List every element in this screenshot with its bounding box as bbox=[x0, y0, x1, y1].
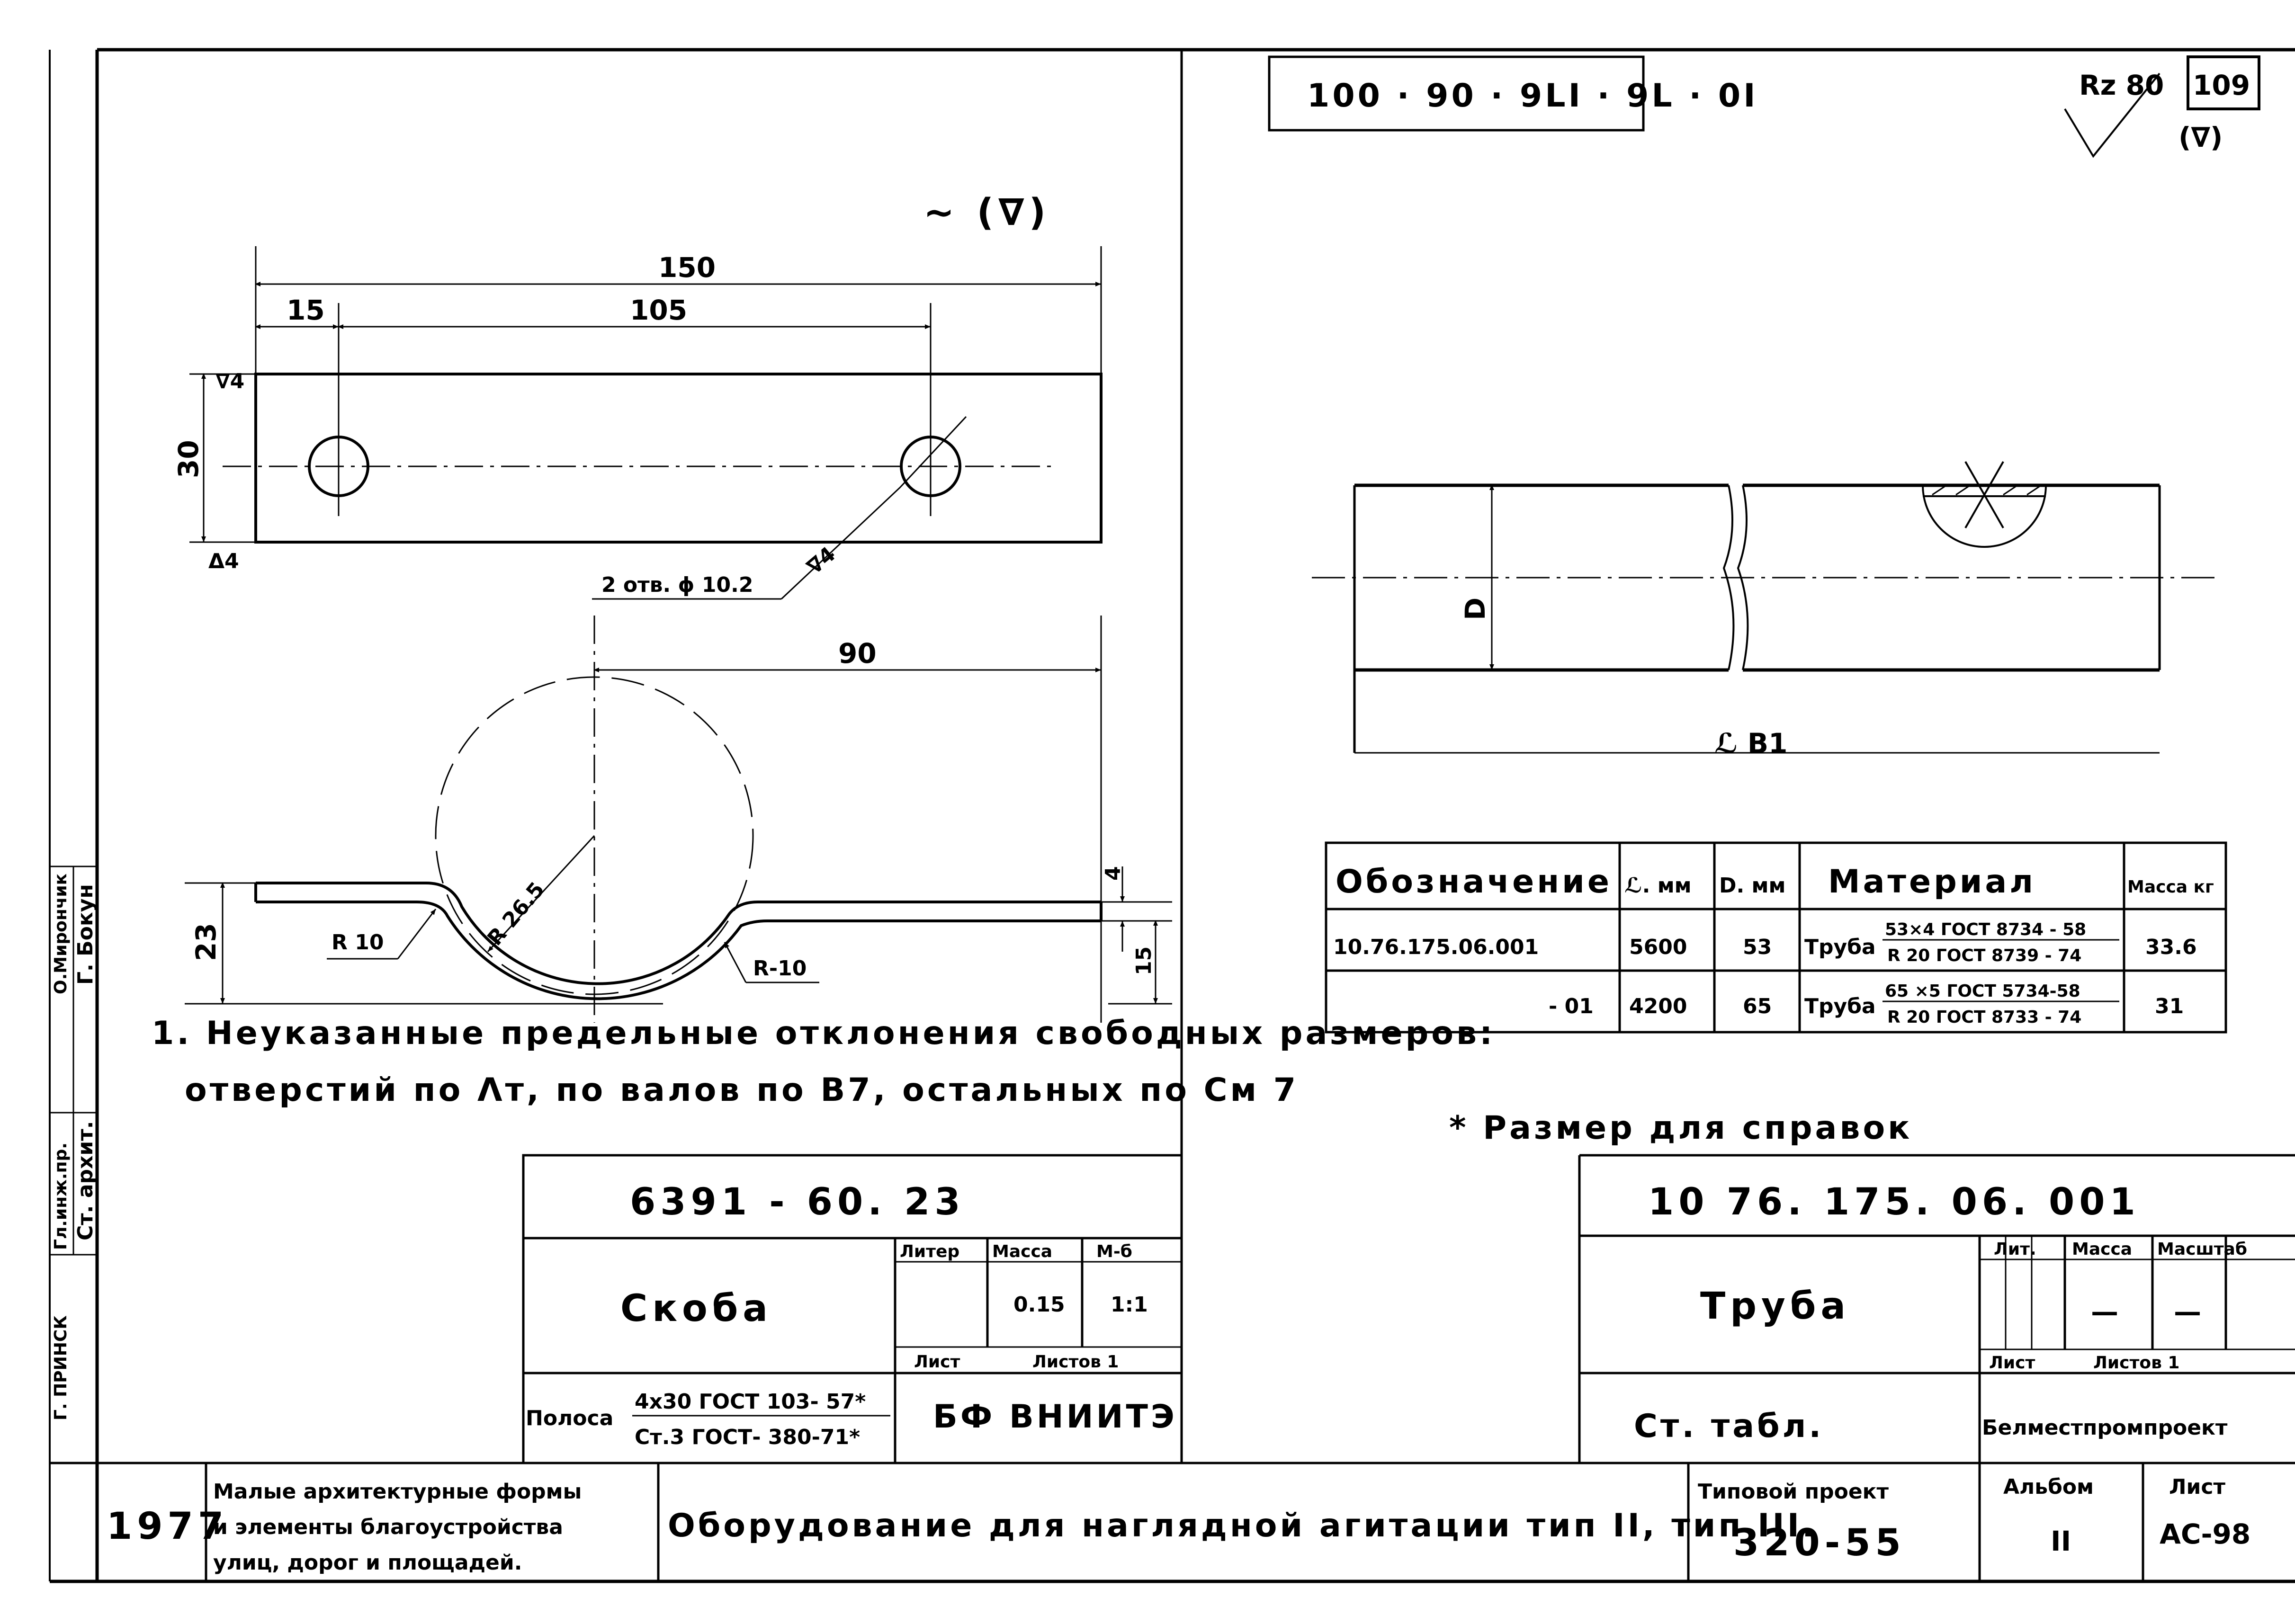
tl-material-bottom: Ст.3 ГОСТ- 380-71* bbox=[635, 1425, 860, 1449]
dim-height: 23 bbox=[190, 923, 222, 961]
dim-hole-offset: 15 bbox=[287, 294, 325, 326]
dim-thickness: 4 bbox=[1101, 866, 1125, 881]
dim-overall-length: 150 bbox=[658, 251, 716, 284]
holes-note: 2 отв. ϕ 10.2 bbox=[601, 573, 753, 597]
surface-finish-mark: ∼ (∇) bbox=[923, 191, 1050, 234]
pipe-table-frame bbox=[1325, 841, 2227, 1034]
tr-header-lit: Лит. bbox=[1994, 1240, 2036, 1259]
table-row-1-mass: 33.6 bbox=[2145, 935, 2197, 959]
pipe-diameter-label: D bbox=[1459, 598, 1491, 620]
dim-half-length: 90 bbox=[838, 637, 877, 669]
table-row-2-code: - 01 bbox=[1549, 994, 1594, 1018]
finish-top: ∇4 bbox=[215, 369, 244, 393]
titleblock-right-material: Ст. табл. bbox=[1634, 1408, 1824, 1445]
dim-radius-main: R 26.5 bbox=[483, 877, 549, 950]
th-length: ℒ. мм bbox=[1624, 874, 1692, 898]
project-number: 320-55 bbox=[1733, 1522, 1906, 1564]
th-mass: Масса кг bbox=[2127, 877, 2214, 897]
sheet-number: АС-98 bbox=[2160, 1518, 2250, 1550]
margin-stamp-2: О.Мирончик bbox=[51, 874, 71, 994]
dim-hole-spacing: 105 bbox=[630, 294, 687, 326]
titleblock-right-frame bbox=[1578, 1154, 2295, 1463]
bottom-block-frame bbox=[205, 1463, 2144, 1581]
margin-stamp-5: Г. ПРИНСК bbox=[51, 1315, 71, 1420]
table-row-1-code: 10.76.175.06.001 bbox=[1333, 935, 1539, 959]
table-row-2-material-top: 65 ×5 ГОСТ 5734-58 bbox=[1885, 982, 2080, 1001]
reference-note: * Размер для справок bbox=[1449, 1109, 1912, 1147]
titleblock-left-code: 6391 - 60. 23 bbox=[630, 1181, 965, 1223]
series-line-2: и элементы благоустройства bbox=[213, 1515, 563, 1539]
table-row-2-diameter: 65 bbox=[1743, 994, 1772, 1018]
rotated-stamp-text: 100 · 90 · 9LI · 9L · 0I bbox=[1307, 77, 1758, 115]
dim-width: 30 bbox=[172, 440, 205, 478]
margin-stamp-1: Г. Бокун bbox=[73, 884, 98, 985]
table-row-2-material-bottom: R 20 ГОСТ 8733 - 74 bbox=[1887, 1008, 2081, 1027]
margin-stamp-4: Гл.инж.пр. bbox=[51, 1142, 71, 1250]
tr-header-mass: Масса bbox=[2072, 1240, 2132, 1259]
sheet-frame bbox=[49, 48, 2295, 1583]
series-line-1: Малые архитектурные формы bbox=[213, 1480, 582, 1504]
table-row-2-length: 4200 bbox=[1629, 994, 1687, 1018]
note-line-2: отверстий по Λт, по валов по В7, остальн… bbox=[185, 1071, 1299, 1109]
finish-bottom: Δ4 bbox=[208, 549, 239, 573]
bracket-side-view bbox=[185, 616, 1172, 1023]
th-diameter: D. мм bbox=[1719, 874, 1786, 898]
year: 1977 bbox=[107, 1505, 228, 1548]
pipe-view bbox=[1312, 461, 2216, 754]
project-label: Типовой проект bbox=[1698, 1480, 1889, 1504]
tr-sheets: Листов 1 bbox=[2093, 1353, 2179, 1373]
table-row-2-material-prefix: Труба bbox=[1804, 994, 1876, 1018]
table-row-2-mass: 31 bbox=[2155, 994, 2184, 1018]
margin-stamp-3: Ст. архит. bbox=[73, 1121, 98, 1240]
sheet-label: Лист bbox=[2169, 1475, 2225, 1499]
tl-org: БФ ВНИИТЭ bbox=[933, 1398, 1177, 1436]
album-label: Альбом bbox=[2003, 1475, 2094, 1499]
table-row-1-material-top: 53×4 ГОСТ 8734 - 58 bbox=[1885, 920, 2086, 939]
left-margin-stamps bbox=[50, 866, 97, 1256]
roughness-value: Rz 80 bbox=[2079, 69, 2164, 101]
titleblock-left-mass: 0.15 bbox=[1013, 1293, 1065, 1317]
document-title: Оборудование для наглядной агитации тип … bbox=[668, 1507, 1817, 1544]
tl-header-scale: М-б bbox=[1096, 1242, 1132, 1261]
titleblock-left-scale: 1:1 bbox=[1111, 1293, 1148, 1317]
note-line-1: 1. Неуказанные предельные отклонения сво… bbox=[152, 1015, 1495, 1052]
roughness-mark bbox=[2064, 55, 2260, 158]
tr-header-scale: Масштаб bbox=[2157, 1240, 2247, 1259]
tl-sheets: Листов 1 bbox=[1032, 1352, 1119, 1372]
roughness-paren: (∇) bbox=[2178, 121, 2223, 153]
dim-radius-right: R-10 bbox=[753, 956, 807, 981]
pipe-length-label: ℒ B1 bbox=[1714, 727, 1787, 759]
table-row-1-material-prefix: Труба bbox=[1804, 935, 1876, 959]
titleblock-right-org: Белместпромпроект bbox=[1982, 1416, 2228, 1440]
titleblock-right-code: 10 76. 175. 06. 001 bbox=[1648, 1181, 2140, 1223]
table-row-1-material-bottom: R 20 ГОСТ 8739 - 74 bbox=[1887, 946, 2081, 965]
titleblock-right-scale: — bbox=[2174, 1295, 2201, 1328]
sheet-corner-number: 109 bbox=[2193, 69, 2250, 101]
titleblock-left-name: Скоба bbox=[620, 1287, 772, 1330]
stamp-box bbox=[1268, 55, 1645, 132]
tl-header-mass: Масса bbox=[992, 1242, 1052, 1261]
table-row-1-diameter: 53 bbox=[1743, 935, 1772, 959]
tr-sheet: Лист bbox=[1989, 1353, 2035, 1373]
titleblock-right-name: Труба bbox=[1700, 1285, 1850, 1328]
album-number: II bbox=[2051, 1525, 2071, 1557]
th-material: Материал bbox=[1828, 863, 2036, 901]
tl-header-liter: Литер bbox=[900, 1242, 959, 1261]
tl-material-prefix: Полоса bbox=[526, 1406, 613, 1430]
titleblock-left-frame bbox=[522, 1154, 1183, 1464]
dim-flange-height: 15 bbox=[1132, 946, 1156, 975]
series-line-3: улиц, дорог и площадей. bbox=[213, 1551, 522, 1575]
bracket-plan-view bbox=[189, 246, 1103, 600]
tl-material-top: 4х30 ГОСТ 103- 57* bbox=[635, 1390, 866, 1414]
tl-sheet: Лист bbox=[914, 1352, 960, 1372]
table-row-1-length: 5600 bbox=[1629, 935, 1687, 959]
titleblock-right-mass: — bbox=[2091, 1295, 2118, 1328]
dim-radius-left: R 10 bbox=[332, 930, 384, 955]
th-code: Обозначение bbox=[1336, 863, 1612, 901]
